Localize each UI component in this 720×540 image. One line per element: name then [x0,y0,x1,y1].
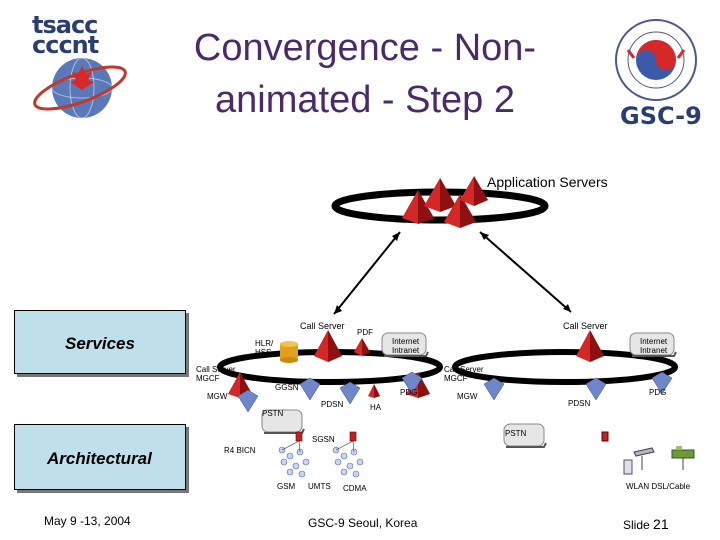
gsm-access-network [278,431,310,478]
dsl-cable-icon [671,446,695,470]
services-box: Services [14,310,186,374]
ggsn-label: GGSN [275,383,299,392]
pdg-left-diamond [401,371,423,395]
cs-mgcf-right-label: Call Server MGCF [444,365,484,383]
gsc9-emblem-icon [615,19,697,101]
app-server-pyramid [424,178,456,212]
app-server-pyramid [460,176,488,206]
slide-number: 21 [653,516,669,532]
pdsn-right-diamond [585,377,607,401]
logo-line-2: cccnt [32,31,99,59]
slide-title: Convergence - Non-animated - Step 2 [193,27,537,121]
pstn-left-label: PSTN [262,409,284,418]
umts-label: UMTS [308,482,331,491]
internet-cloud-icon [381,332,429,357]
ggsn-diamond [299,377,321,401]
pdf-label: PDF [357,328,373,337]
wlan-label: WLAN DSL/Cable [626,482,691,491]
pdg-right-label: PDG [649,388,667,397]
services-label: Services [65,334,135,353]
cdma-node-icon [601,431,609,442]
pdsn-right-label: PDSN [568,399,591,408]
footer-slide: Slide 21 [623,516,669,532]
pdf-pyramid [354,338,370,356]
architectural-box: Architectural [14,424,186,490]
tsacc-logo: tsacc cccnt [22,12,132,124]
cs-mgcf-left-label: Call Server MGCF [196,365,236,383]
mgw-right-label: MGW [457,392,478,401]
mgw-left-label: MGW [207,392,228,401]
internet-right-label: Internet Intranet [640,337,668,355]
gsc9-logo: GSC-9 [604,10,708,130]
call-server-pyramid [576,330,604,362]
pdg-left-label: PDG [400,388,418,397]
footer-date: May 9 -13, 2004 [44,514,131,528]
internet-cloud-icon [629,332,677,357]
pdg-right-diamond [651,371,673,395]
mgw-right-diamond [483,377,505,401]
pdsn-left-diamond [339,381,361,405]
architectural-label: Architectural [47,449,152,468]
r4bicn-label: R4 BICN [224,446,256,455]
umts-access-network [332,431,364,478]
hlr-database-icon [280,341,298,363]
pstn-right-label: PSTN [505,429,527,438]
ha-pyramid [368,384,380,398]
cdma-label: CDMA [343,484,367,493]
gsc9-brand: GSC-9 [620,102,702,130]
wlan-access-icon [623,447,655,475]
sgsn-label: SGSN [312,435,335,444]
mgw-left-diamond [237,389,259,413]
internet-left-label: Internet Intranet [392,337,420,355]
call-server-right-label: Call Server [563,321,608,331]
app-server-pyramid [444,194,476,228]
pstn-cloud-icon [503,423,547,448]
app-servers-label: Application Servers [487,174,608,190]
globe-icon [33,57,127,119]
logo-line-1: tsacc [32,11,98,39]
pdsn-left-label: PDSN [321,400,344,409]
call-server-left-label: Call Server [300,321,345,331]
hlr-label: HLR/ HSS [255,339,274,357]
app-server-pyramid [402,190,434,224]
slide-label: Slide [623,518,650,532]
footer-center: GSC-9 Seoul, Korea [308,516,418,530]
right-core-ring [452,349,678,385]
gsm-label: GSM [277,482,296,491]
call-server-pyramid [314,330,342,362]
ha-label: HA [370,403,382,412]
